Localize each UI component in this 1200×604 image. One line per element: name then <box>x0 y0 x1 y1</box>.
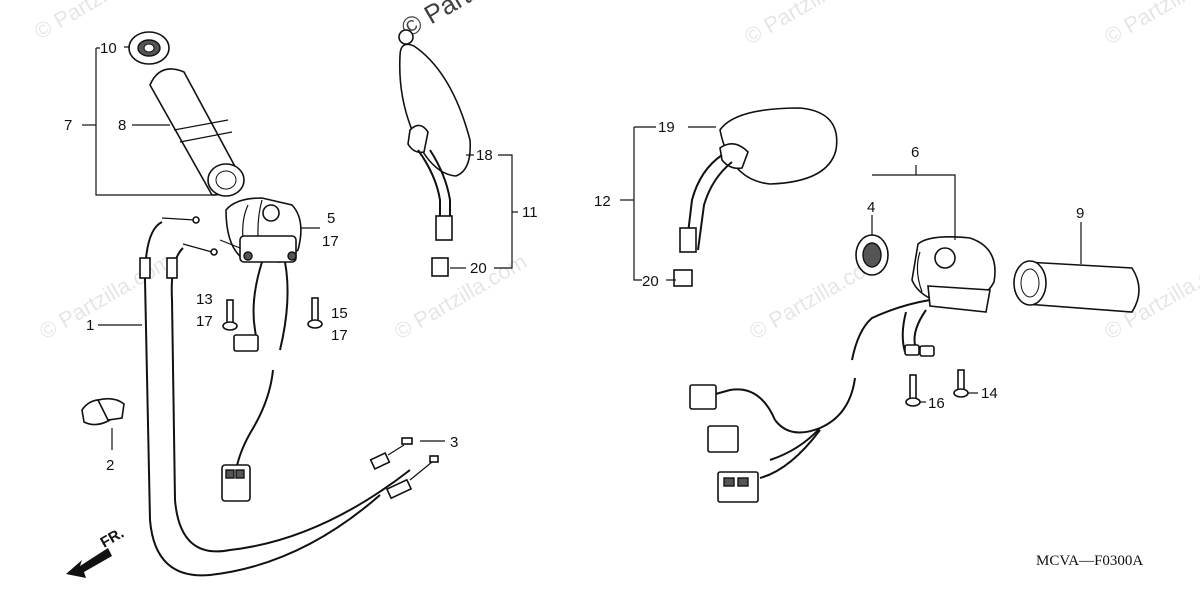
part-8-throttle-grip <box>149 68 245 197</box>
callout-2: 2 <box>106 457 114 474</box>
leader-lines-middle <box>450 154 518 269</box>
part-16-screw <box>905 374 921 407</box>
part-9-grip <box>1013 260 1140 313</box>
watermark: © Partzilla.com <box>1100 0 1200 49</box>
part-18-mirror-left <box>398 29 472 277</box>
part-5-switch-housing <box>225 197 302 263</box>
front-label: FR. <box>98 525 127 552</box>
front-arrow-icon: FR. <box>66 525 127 578</box>
part-14-screw <box>953 369 969 398</box>
part-1-throttle-cable <box>139 216 411 577</box>
part-4-bushing <box>855 234 889 276</box>
part-6-wire-harness <box>689 299 935 503</box>
watermark: © Partzilla.com <box>740 0 881 49</box>
part-15-screw <box>307 297 323 329</box>
callout-20: 20 <box>642 273 659 290</box>
leader-lines-right <box>620 126 1082 403</box>
callout-17: 17 <box>331 327 348 344</box>
callout-16: 16 <box>928 395 945 412</box>
callout-14: 14 <box>981 385 998 402</box>
part-19-mirror-right <box>673 107 838 287</box>
callout-17: 17 <box>196 313 213 330</box>
callout-9: 9 <box>1076 205 1084 222</box>
callout-labels: 10 7 8 5 17 13 17 15 17 1 2 3 18 11 20 1… <box>64 40 1084 474</box>
callout-5: 5 <box>327 210 335 227</box>
callout-12: 12 <box>594 193 611 210</box>
callout-8: 8 <box>118 117 126 134</box>
part-2-cable-clamp <box>81 397 125 426</box>
callout-6: 6 <box>911 144 919 161</box>
callout-13: 13 <box>196 291 213 308</box>
callout-15: 15 <box>331 305 348 322</box>
callout-18: 18 <box>476 147 493 164</box>
leader-lines-left <box>82 46 445 450</box>
part-10-grip-end <box>128 31 170 65</box>
callout-7: 7 <box>64 117 72 134</box>
callout-4: 4 <box>867 199 875 216</box>
watermark: © Partzilla.com <box>35 249 176 345</box>
part-6-switch-housing <box>911 236 996 313</box>
drawing-code: MCVA—F0300A <box>1036 553 1143 569</box>
callout-10: 10 <box>100 40 117 57</box>
callout-3: 3 <box>450 434 458 451</box>
part-3-cable-ends <box>369 437 439 500</box>
callout-19: 19 <box>658 119 675 136</box>
callout-11: 11 <box>522 204 538 221</box>
callout-1: 1 <box>86 317 94 334</box>
watermark: © Partzilla.com <box>390 249 531 345</box>
callout-17: 17 <box>322 233 339 250</box>
part-5-wire-harness <box>221 261 289 502</box>
part-13-screw <box>222 299 238 331</box>
callout-20: 20 <box>470 260 487 277</box>
